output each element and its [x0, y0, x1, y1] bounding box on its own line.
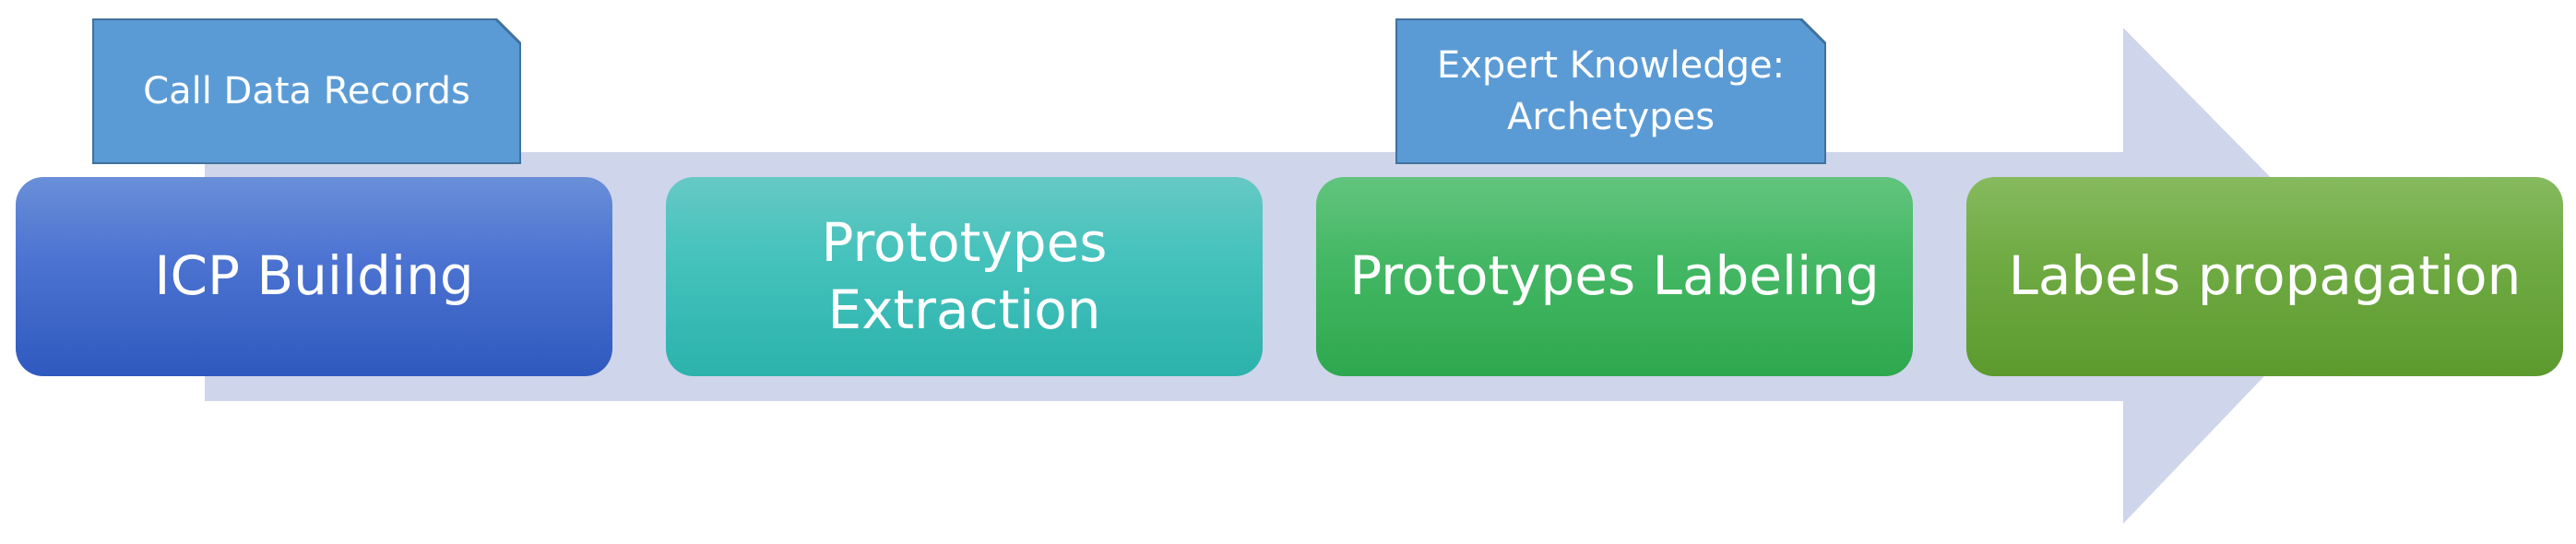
tag-call-data-records-label: Call Data Records — [143, 65, 470, 117]
tag-call-data-records: Call Data Records — [92, 18, 521, 164]
arrow-shape — [205, 28, 2364, 524]
tag-corner-fold — [495, 18, 521, 44]
step-label-line: Prototypes Labeling — [1349, 244, 1880, 308]
step-prototypes-extraction-label: Prototypes Extraction — [821, 209, 1107, 344]
tag-label-line: Expert Knowledge: — [1436, 44, 1786, 87]
step-labels-propagation: Labels propagation — [1966, 177, 2563, 376]
tag-expert-knowledge: Expert Knowledge: Archetypes — [1395, 18, 1826, 164]
step-prototypes-extraction: Prototypes Extraction — [666, 177, 1263, 376]
tag-label-line: Call Data Records — [143, 70, 470, 112]
tag-expert-knowledge-label: Expert Knowledge: Archetypes — [1437, 40, 1785, 143]
step-icp-building: ICP Building — [16, 177, 612, 376]
step-label-line: Extraction — [827, 278, 1101, 341]
tag-corner-fold — [1800, 18, 1826, 44]
step-label-line: ICP Building — [154, 244, 474, 308]
tag-label-line: Archetypes — [1506, 96, 1715, 138]
step-icp-building-label: ICP Building — [154, 242, 473, 310]
step-prototypes-labeling: Prototypes Labeling — [1316, 177, 1913, 376]
step-label-line: Labels propagation — [2008, 244, 2522, 308]
step-labels-propagation-label: Labels propagation — [2009, 242, 2522, 310]
step-label-line: Prototypes — [821, 210, 1108, 274]
step-prototypes-labeling-label: Prototypes Labeling — [1349, 242, 1880, 310]
